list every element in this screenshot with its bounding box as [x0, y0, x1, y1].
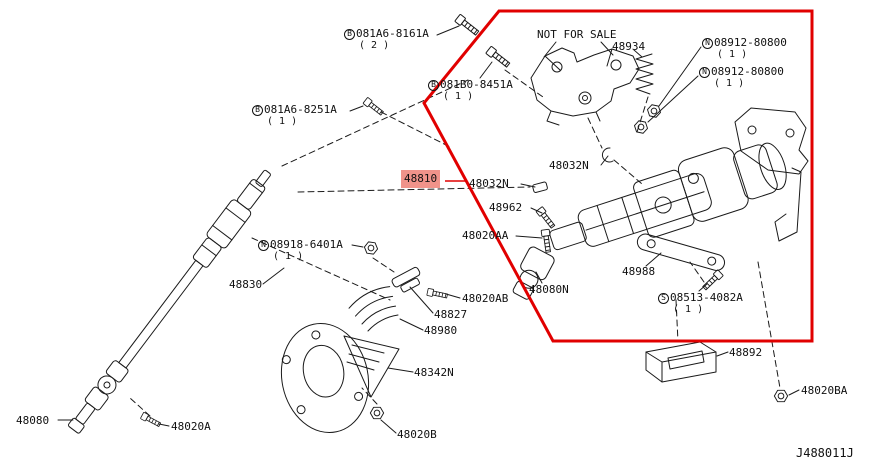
part-number-text: 48080N: [529, 283, 569, 296]
quantity-text: ( 1 ): [267, 116, 298, 127]
part-number-text: NOT FOR SALE: [537, 28, 617, 41]
part-label-48830[interactable]: 48830: [229, 279, 262, 291]
steering-column-assembly-drawing: [549, 142, 787, 251]
part-label-48020A[interactable]: 48020A: [171, 421, 211, 433]
part-label-48032N-upper[interactable]: 48032N: [549, 160, 589, 172]
leader-lines: [57, 25, 800, 434]
quantity-text: ( 1 ): [673, 304, 704, 315]
part-label-48988[interactable]: 48988: [622, 266, 655, 278]
part-number-text: 081B0-8451A: [440, 78, 513, 91]
part-number-text: 081A6-8251A: [264, 103, 337, 116]
part-number-text: 48810: [404, 172, 438, 185]
clip-48032n-upper-drawing: [601, 147, 614, 163]
circled-n-symbol-icon: N: [702, 37, 713, 49]
drawing-code: J488011J: [796, 446, 854, 460]
cover-48342n-drawing: [280, 322, 400, 434]
part-label-48020BA[interactable]: 48020BA: [801, 385, 847, 397]
part-label-48892[interactable]: 48892: [729, 347, 762, 359]
circled-b-symbol-icon: B: [428, 79, 439, 91]
part-number-text: 08912-80800: [714, 36, 787, 49]
part-label-48342N[interactable]: 48342N: [414, 367, 454, 379]
part-number-text: 48892: [729, 346, 763, 359]
part-label-48020B[interactable]: 48020B: [397, 429, 437, 441]
mount-bracket-drawing: [734, 107, 809, 242]
part-number-text: 48020A: [171, 420, 211, 433]
quantity-text: ( 2 ): [359, 40, 390, 51]
part-number-text: 48032N: [469, 177, 509, 190]
quantity-text: ( 1 ): [443, 91, 474, 102]
part-number-text: 48934: [612, 40, 646, 53]
isolator-48827-drawing: [391, 266, 421, 293]
part-label-48020AA[interactable]: 48020AA: [462, 230, 508, 242]
part-number-text: 48080: [16, 414, 50, 427]
dashed-alignment-lines: [129, 69, 781, 417]
part-label-48080[interactable]: 48080: [16, 415, 49, 427]
spring-48934-drawing: [635, 53, 654, 95]
circled-s-symbol-icon: S: [658, 292, 669, 304]
part-number-text: 48342N: [414, 366, 454, 379]
part-label-48934[interactable]: 48934: [612, 41, 645, 53]
circled-b-symbol-icon: B: [252, 104, 263, 116]
part-number-text: 08912-80800: [711, 65, 784, 78]
part-label-48980[interactable]: 48980: [424, 325, 457, 337]
part-label-not-for-sale: NOT FOR SALE: [537, 29, 616, 41]
quantity-text: ( 1 ): [717, 49, 748, 60]
part-label-48080N[interactable]: 48080N: [529, 284, 569, 296]
part-number-text: 48020AA: [462, 229, 509, 242]
part-number-text: 48980: [424, 324, 458, 337]
part-label-48827[interactable]: 48827: [434, 309, 467, 321]
joint-48080-drawing: [67, 360, 129, 434]
part-number-text: 08918-6401A: [270, 238, 343, 251]
quantity-text: ( 1 ): [273, 251, 304, 262]
lower-yoke-48080n-drawing: [512, 246, 555, 300]
circled-n-symbol-icon: N: [699, 66, 710, 78]
part-label-48962[interactable]: 48962: [489, 202, 522, 214]
part-number-text: 48020B: [397, 428, 437, 441]
circled-n-symbol-icon: N: [258, 239, 269, 251]
seal-48980-drawing: [348, 286, 399, 332]
part-number-text: 48830: [229, 278, 263, 291]
part-number-text: 48827: [434, 308, 468, 321]
clip-48032n-lower-drawing: [532, 181, 548, 193]
bracket-48988-drawing: [636, 233, 726, 271]
part-number-text: 48032N: [549, 159, 589, 172]
circled-b-symbol-icon: B: [344, 28, 355, 40]
part-number-text: 48020AB: [462, 292, 509, 305]
part-number-text: 081A6-8161A: [356, 27, 429, 40]
part-label-48810[interactable]: 48810: [404, 172, 438, 185]
part-number-text: 48020BA: [801, 384, 848, 397]
upper-bracket-drawing: [530, 47, 640, 126]
part-label-48032N-lower[interactable]: 48032N: [469, 178, 509, 190]
part-number-text: 48962: [489, 201, 523, 214]
part-number-text: 48988: [622, 265, 656, 278]
quantity-text: ( 1 ): [714, 78, 745, 89]
part-label-48020AB[interactable]: 48020AB: [462, 293, 508, 305]
part-number-text: 08513-4082A: [670, 291, 743, 304]
